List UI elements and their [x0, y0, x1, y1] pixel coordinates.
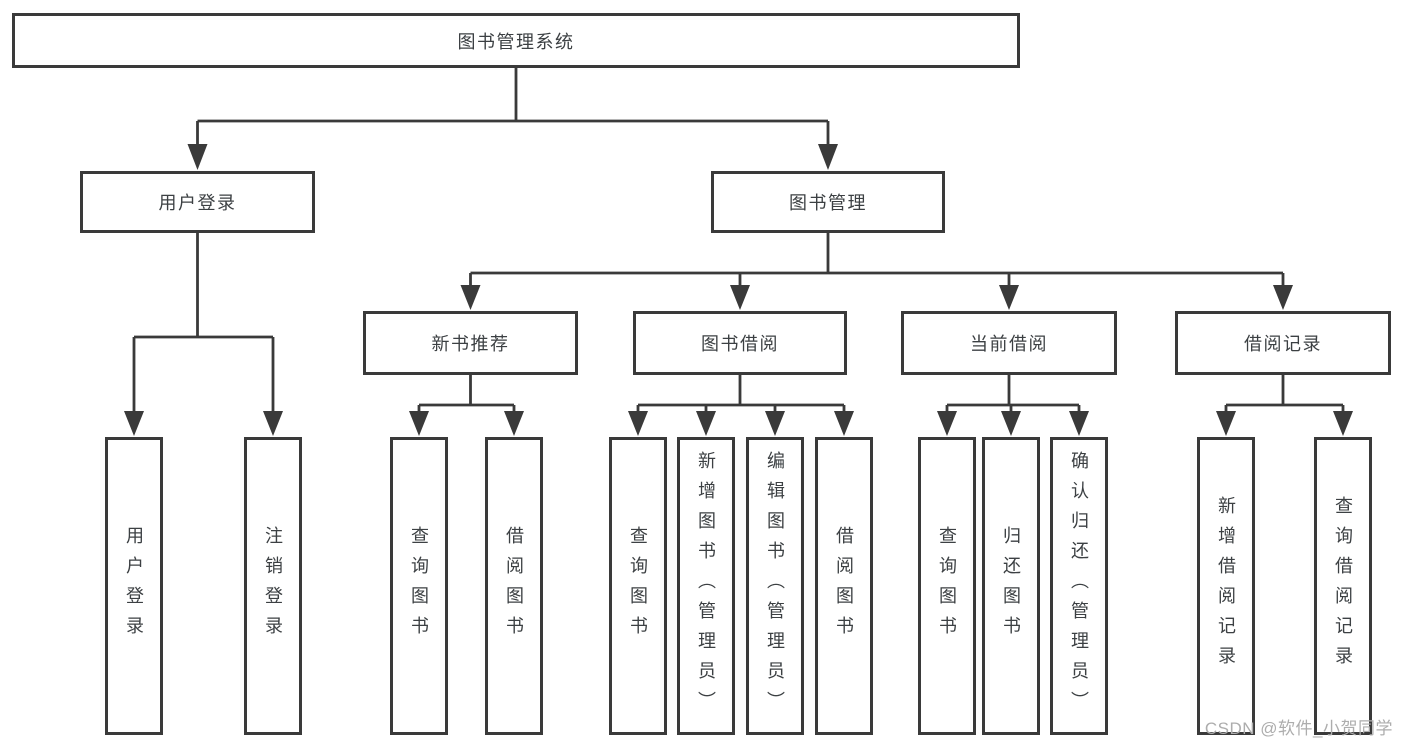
- leaf-label: 查询图书: [409, 526, 429, 646]
- leaf-user-login: 用户登录: [105, 437, 163, 735]
- node-user-login: 用户登录: [80, 171, 315, 233]
- node-library-management-system: 图书管理系统: [12, 13, 1020, 68]
- leaf-label: 注销登录: [263, 526, 283, 646]
- leaf-return-books: 归还图书: [982, 437, 1040, 735]
- node-borrowing-records: 借阅记录: [1175, 311, 1391, 375]
- leaf-label: 查询借阅记录: [1333, 496, 1353, 676]
- leaf-label: 查询图书: [937, 526, 957, 646]
- leaf-label: 借阅图书: [504, 526, 524, 646]
- leaf-label: 新增图书（管理员）: [696, 451, 716, 721]
- leaf-query-books: 查询图书: [609, 437, 667, 735]
- leaf-borrow-books: 借阅图书: [815, 437, 873, 735]
- csdn-watermark: CSDN @软件_小贺同学: [1204, 719, 1393, 738]
- leaf-add-books-admin: 新增图书（管理员）: [677, 437, 735, 735]
- leaf-label: 借阅图书: [834, 526, 854, 646]
- leaf-label: 查询图书: [628, 526, 648, 646]
- connector-strokes: [132, 68, 1345, 416]
- leaf-label: 归还图书: [1001, 526, 1021, 646]
- node-new-book-recommendation: 新书推荐: [363, 311, 578, 375]
- node-book-management: 图书管理: [711, 171, 945, 233]
- leaf-label: 用户登录: [124, 526, 144, 646]
- arrowheads: [124, 144, 1353, 436]
- leaf-query-books: 查询图书: [390, 437, 448, 735]
- leaf-confirm-return-admin: 确认归还（管理员）: [1050, 437, 1108, 735]
- leaf-borrow-books: 借阅图书: [485, 437, 543, 735]
- leaf-add-borrowing-record: 新增借阅记录: [1197, 437, 1255, 735]
- leaf-edit-books-admin: 编辑图书（管理员）: [746, 437, 804, 735]
- leaf-query-books: 查询图书: [918, 437, 976, 735]
- node-book-borrowing: 图书借阅: [633, 311, 847, 375]
- leaf-label: 确认归还（管理员）: [1069, 451, 1089, 721]
- leaf-label: 编辑图书（管理员）: [765, 451, 785, 721]
- node-current-borrowing: 当前借阅: [901, 311, 1117, 375]
- leaf-logout: 注销登录: [244, 437, 302, 735]
- leaf-label: 新增借阅记录: [1216, 496, 1236, 676]
- leaf-query-borrowing-record: 查询借阅记录: [1314, 437, 1372, 735]
